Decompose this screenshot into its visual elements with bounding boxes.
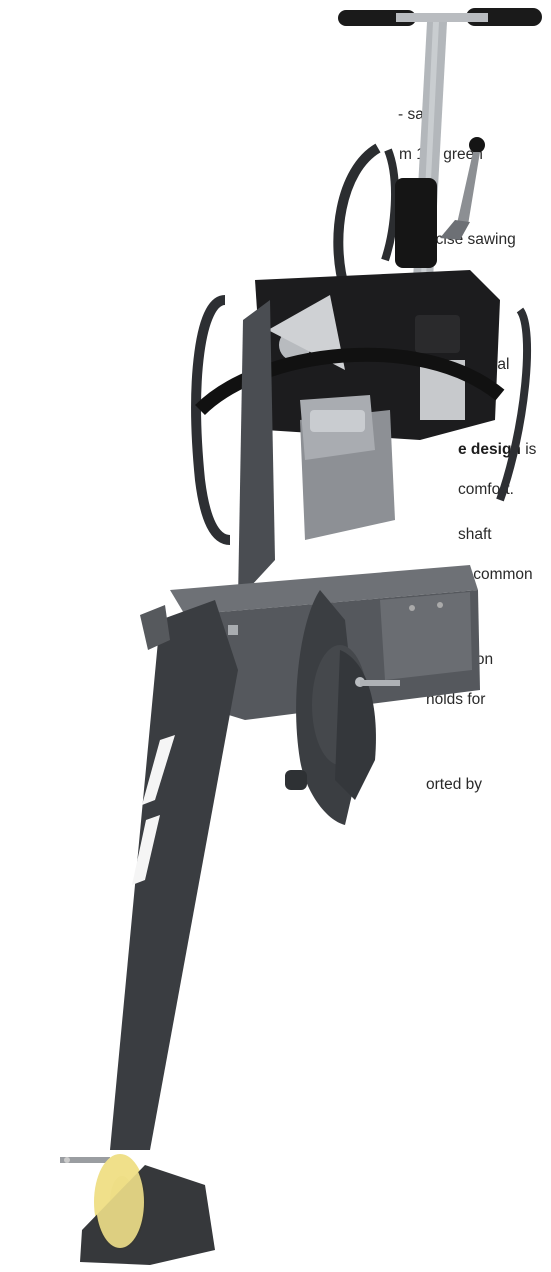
blade-guard (285, 590, 400, 825)
rear-frame (191, 143, 532, 545)
front-pointer-arm (110, 600, 238, 1150)
text-fragment-shaft: shaft (458, 526, 492, 543)
text-fragment-is: is (520, 441, 537, 458)
text-fragment-design-bold: e design (458, 441, 521, 458)
throttle-lever (440, 137, 485, 240)
fuel-tank-top (395, 178, 437, 268)
text-fragment-supported-by: orted by (426, 776, 483, 793)
pointer-wheel (60, 1154, 215, 1265)
drive-belt-strap (195, 347, 505, 416)
text-fragment-design: e design is (458, 441, 536, 459)
water-inlet (285, 770, 307, 790)
lever-knob (469, 137, 485, 153)
text-fragment-holds-for: holds for (426, 691, 486, 708)
handle-crossbar (396, 13, 488, 22)
text-fragment-common: th common (456, 566, 533, 583)
side-rail (238, 300, 275, 600)
